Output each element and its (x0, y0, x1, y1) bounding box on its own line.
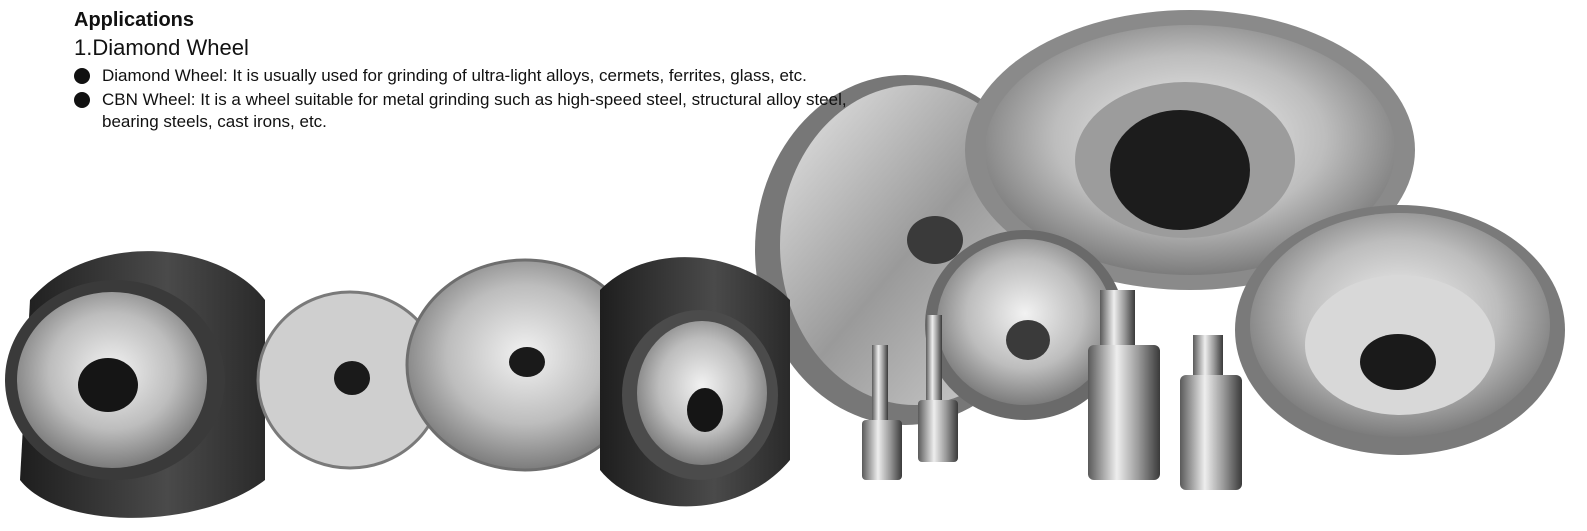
section-heading: Applications (74, 9, 195, 31)
mounted-point-2 (918, 315, 958, 462)
bullet-text: Diamond Wheel: It is usually used for gr… (102, 66, 807, 85)
core-drill-small (1180, 335, 1242, 490)
bullet-item-cbn-wheel: CBN Wheel: It is a wheel suitable for me… (74, 89, 854, 133)
cup-wheel-middle (600, 257, 790, 507)
thin-disc-small (256, 290, 444, 470)
thin-disc-large (405, 258, 645, 472)
bullet-item-diamond-wheel: Diamond Wheel: It is usually used for gr… (74, 65, 854, 87)
bullet-text: CBN Wheel: It is a wheel suitable for me… (102, 90, 847, 131)
cup-wheel-right (1235, 205, 1565, 455)
mounted-point-1 (862, 345, 902, 480)
applications-section: Applications 1.Diamond Wheel Diamond Whe… (74, 8, 854, 135)
core-drill-large (1088, 290, 1160, 480)
bullet-dot-icon (74, 92, 90, 108)
cup-wheel-left (5, 251, 265, 518)
section-subheading: 1.Diamond Wheel (74, 35, 249, 60)
cup-wheel-center (925, 230, 1125, 420)
large-wheel-back-right (965, 10, 1415, 290)
bullet-dot-icon (74, 68, 90, 84)
